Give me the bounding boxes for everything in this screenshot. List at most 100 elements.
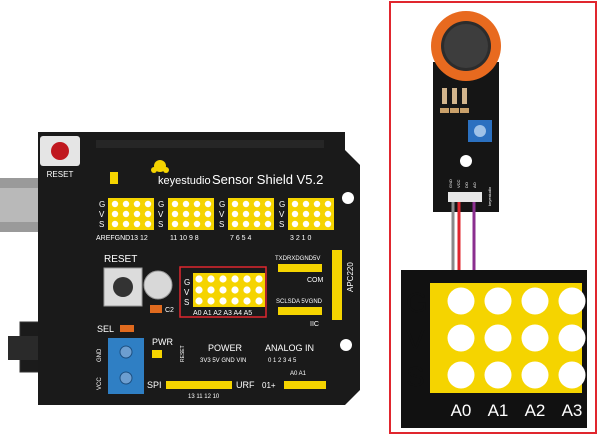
vcc-terminal-label: VCC <box>97 377 103 390</box>
analog-hole <box>231 297 239 305</box>
header-hole <box>324 220 332 228</box>
header-hole <box>111 200 119 208</box>
header-hole <box>122 210 130 218</box>
com-header <box>278 264 322 272</box>
urf-label: URF <box>236 380 255 390</box>
zoom-hole <box>447 324 475 352</box>
analog-hole <box>195 275 203 283</box>
header-hole <box>242 200 250 208</box>
top-header-pins <box>96 140 324 148</box>
analog-hole <box>231 275 239 283</box>
gvs-g-label-1: G <box>99 200 105 209</box>
gvs-v-label-1: V <box>99 210 105 219</box>
zoom-hole <box>521 287 549 315</box>
iic-label: IIC <box>310 321 319 328</box>
header-hole <box>253 200 261 208</box>
header-hole <box>324 210 332 218</box>
analog-hole <box>207 297 215 305</box>
header-hole <box>291 220 299 228</box>
digital-headers: G V S G V S G V S G V S <box>99 198 334 230</box>
sensor-pin-label: DO <box>464 182 469 188</box>
header-hole <box>171 200 179 208</box>
power-label: POWER <box>208 343 243 353</box>
header-hole <box>193 220 201 228</box>
sensor-pin-label: GND <box>448 179 453 188</box>
analog-in-label: ANALOG IN <box>265 343 314 353</box>
pwr-led <box>152 350 162 358</box>
zoom-row-label: V <box>406 324 425 355</box>
analog-g-label: G <box>184 278 190 287</box>
analog-hole <box>255 297 263 305</box>
gvs-s-label-1: S <box>99 220 104 229</box>
header-hole <box>302 220 310 228</box>
zoom-hole <box>558 361 586 389</box>
header-hole <box>253 220 261 228</box>
header-hole <box>193 210 201 218</box>
header-hole <box>264 210 272 218</box>
digital-label-2: 11 10 9 8 <box>170 235 199 242</box>
spi-label: SPI <box>147 380 162 390</box>
c2-label: C2 <box>165 307 174 314</box>
gvs-s-label-2: S <box>158 220 163 229</box>
digital-label-1: AREFGND13 12 <box>96 235 148 242</box>
header-hole <box>204 220 212 228</box>
header-hole <box>182 220 190 228</box>
gvs-v-label-3: V <box>219 210 225 219</box>
gvs-g-label-4: G <box>279 200 285 209</box>
header-hole <box>313 200 321 208</box>
header-hole <box>291 200 299 208</box>
gnd-terminal-label: GND <box>97 348 103 362</box>
reset-small-label: RESET <box>180 345 186 362</box>
analog-hole <box>219 297 227 305</box>
zoom-hole <box>521 361 549 389</box>
zoom-row-label: S <box>406 361 425 392</box>
header-hole <box>111 210 119 218</box>
zoom-hole <box>558 324 586 352</box>
header-hole <box>324 200 332 208</box>
analog-s-label: S <box>184 298 189 307</box>
mount-hole-2 <box>340 339 352 351</box>
digital-label-4: 3 2 1 0 <box>290 235 312 242</box>
power-pins-label: 3V3 5V GND VIN <box>200 358 246 364</box>
gvs-v-label-4: V <box>279 210 285 219</box>
header-hole <box>193 200 201 208</box>
analog-hole <box>219 275 227 283</box>
header-hole <box>144 210 152 218</box>
header-hole <box>204 200 212 208</box>
screw-terminal[interactable] <box>108 338 144 394</box>
header-hole <box>291 210 299 218</box>
mq3-sensor-module <box>431 11 501 212</box>
analog-hole <box>243 297 251 305</box>
header-hole <box>133 200 141 208</box>
capacitor <box>143 270 173 300</box>
board-reset-button[interactable] <box>40 136 80 166</box>
analog-hole <box>243 286 251 294</box>
sensor-pin-label: AO <box>472 182 477 188</box>
analog-hole <box>255 286 263 294</box>
analog-hole <box>243 275 251 283</box>
header-hole <box>122 200 130 208</box>
header-hole <box>302 210 310 218</box>
header-hole <box>133 210 141 218</box>
header-hole <box>122 220 130 228</box>
pwr-label: PWR <box>152 337 173 347</box>
iic-pins-label: SCLSDA 5VGND <box>276 299 323 305</box>
zoom-hole <box>521 324 549 352</box>
mount-hole <box>342 192 354 204</box>
header-hole <box>231 200 239 208</box>
com-pins-label: TXDRXDGND5V <box>275 256 320 262</box>
header-hole <box>133 220 141 228</box>
analog-hole <box>219 286 227 294</box>
urf-header <box>284 381 326 389</box>
gvs-s-label-4: S <box>279 220 284 229</box>
analog-hole <box>207 275 215 283</box>
header-hole <box>242 210 250 218</box>
sel-jumper[interactable] <box>120 325 134 332</box>
zoom-hole <box>484 287 512 315</box>
analog-v-label: V <box>184 288 190 297</box>
shield-reset-button[interactable] <box>103 267 143 307</box>
led-indicator <box>110 172 118 184</box>
gvs-s-label-3: S <box>219 220 224 229</box>
